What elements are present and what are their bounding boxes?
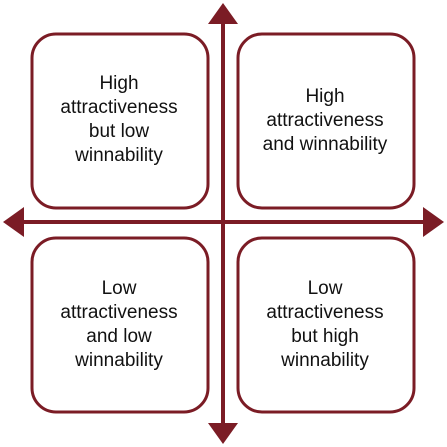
quadrant-label-line: attractiveness xyxy=(266,110,384,131)
quadrant-label-line: winnability xyxy=(75,145,163,166)
quadrant-box-top-left xyxy=(30,32,210,210)
quadrant-label-line: but high xyxy=(291,326,359,347)
quadrant-label-line: attractiveness xyxy=(60,302,178,323)
quadrant-label-line: but low xyxy=(88,121,150,142)
quadrant-label-line: winnability xyxy=(281,350,369,371)
quadrant-label-line: winnability xyxy=(75,350,163,371)
quadrant-label-line: Low xyxy=(101,278,137,299)
quadrant-label-top-right: High attractiveness and winnability xyxy=(240,85,410,157)
quadrant-box-bottom-left xyxy=(30,236,210,414)
quadrant-label-line: High xyxy=(305,86,345,107)
quadrant-label-line: attractiveness xyxy=(60,97,178,118)
quadrant-label-line: attractiveness xyxy=(266,302,384,323)
quadrant-label-bottom-left: Low attractiveness and low winnability xyxy=(34,277,204,373)
quadrant-label-line: and low xyxy=(86,326,152,347)
arrow-up-icon xyxy=(208,3,238,24)
quadrant-label-line: Low xyxy=(307,278,343,299)
quadrant-label-line: High xyxy=(99,73,139,94)
arrow-right-icon xyxy=(423,207,444,237)
quadrant-box-bottom-right xyxy=(236,236,416,414)
arrow-left-icon xyxy=(3,207,24,237)
arrow-down-icon xyxy=(208,423,238,444)
quadrant-label-top-left: High attractiveness but low winnability xyxy=(34,72,204,168)
quadrant-box-top-right xyxy=(236,32,416,210)
quadrant-label-line: and winnability xyxy=(262,134,388,155)
quadrant-label-bottom-right: Low attractiveness but high winnability xyxy=(240,277,410,373)
